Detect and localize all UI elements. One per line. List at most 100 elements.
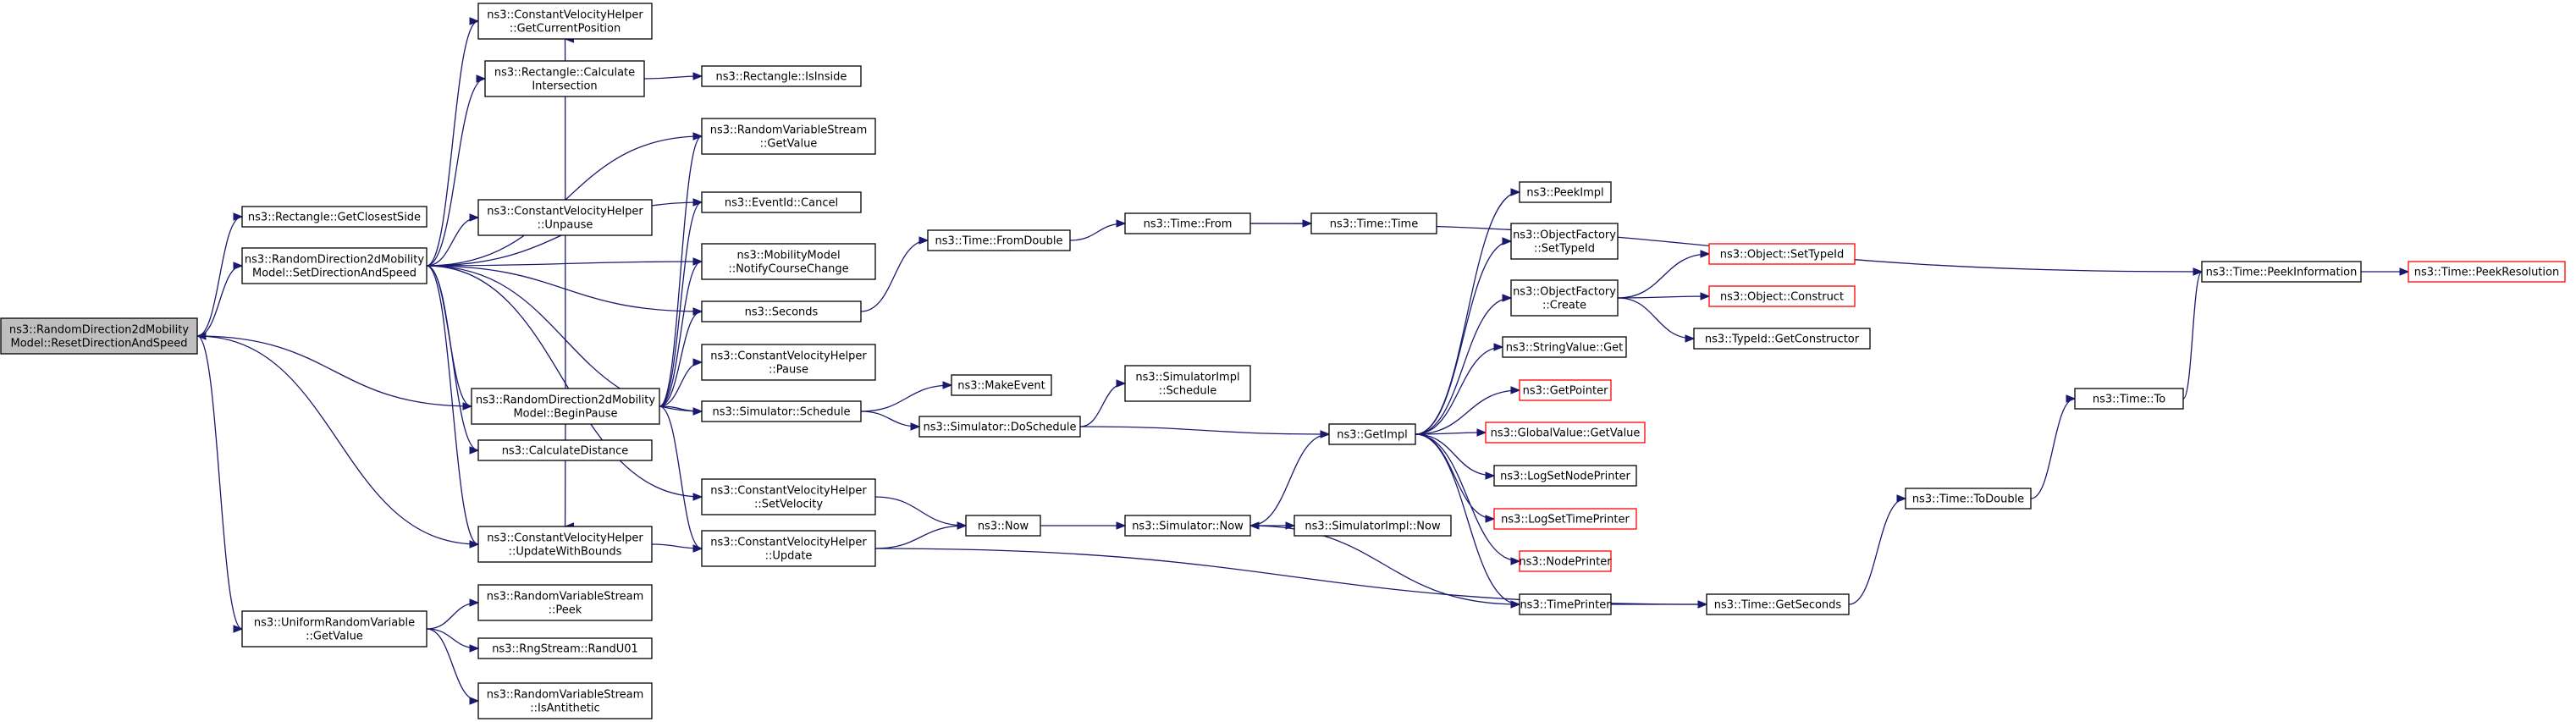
node-timePeekRes[interactable]: ns3::Time::PeekResolution [2408,261,2566,283]
node-cvhPause[interactable]: ns3::ConstantVelocityHelper::Pause [701,344,876,381]
node-label: ns3::UniformRandomVariable [254,617,415,630]
node-label: ::Peek [549,604,582,617]
node-logSetNP[interactable]: ns3::LogSetNodePrinter [1493,465,1637,487]
edge-timeToDouble-to-timeTo [2030,398,2076,499]
edge-simDoSchedule-to-getImpl [1079,426,1330,435]
node-tidGetCtor[interactable]: ns3::TypeId::GetConstructor [1693,328,1871,350]
node-urvGetValue[interactable]: ns3::UniformRandomVariable::GetValue [241,610,427,648]
edge-beginPause-to-root [196,335,472,407]
node-cvhGetCurPos[interactable]: ns3::ConstantVelocityHelper::GetCurrentP… [477,3,653,40]
node-label: ns3::TimePrinter [1520,599,1611,612]
edge-arrowhead [692,407,703,416]
node-label: ns3::RandomVariableStream [710,124,868,137]
edge-arrowhead [1502,294,1513,302]
edge-arrowhead [692,72,703,80]
edge-arrowhead [469,644,480,653]
edge-ofCreate-to-tidGetCtor [1617,297,1695,339]
node-gvGetValue[interactable]: ns3::GlobalValue::GetValue [1485,422,1646,444]
node-ofCreate[interactable]: ns3::ObjectFactory::Create [1510,279,1619,317]
node-label: ns3::SimulatorImpl::Now [1305,521,1441,533]
node-timeToDouble[interactable]: ns3::Time::ToDouble [1905,488,2032,510]
node-label: ::Unpause [538,219,593,232]
node-cvhUnpause[interactable]: ns3::ConstantVelocityHelper::Unpause [477,199,653,236]
node-seconds[interactable]: ns3::Seconds [701,300,862,322]
edge-setDirSpeed-to-calcDistance [426,265,479,451]
node-svGet[interactable]: ns3::StringValue::Get [1502,336,1627,358]
edges-layer [196,17,2410,705]
node-rvsIsAnti[interactable]: ns3::RandomVariableStream::IsAntithetic [477,682,653,719]
node-logSetTP[interactable]: ns3::LogSetTimePrinter [1493,508,1637,530]
node-setDirSpeed[interactable]: ns3::RandomDirection2dMobilityModel::Set… [241,247,427,284]
node-label: ns3::NodePrinter [1519,556,1612,569]
node-simImplNow[interactable]: ns3::SimulatorImpl::Now [1294,515,1452,537]
node-cvhUpdWB[interactable]: ns3::ConstantVelocityHelper::UpdateWithB… [477,526,653,563]
node-timePeekInfo[interactable]: ns3::Time::PeekInformation [2201,261,2362,283]
node-box [1124,515,1251,537]
node-getImpl[interactable]: ns3::GetImpl [1328,423,1416,445]
edge-timeGetSeconds-to-timeToDouble [1848,498,1906,605]
node-timeTime[interactable]: ns3::Time::Time [1310,212,1437,234]
node-makeEvent[interactable]: ns3::MakeEvent [951,374,1052,396]
node-getPointer[interactable]: ns3::GetPointer [1519,379,1612,401]
node-timeFromDouble[interactable]: ns3::Time::FromDouble [927,229,1071,251]
node-simNow[interactable]: ns3::Simulator::Now [1124,515,1251,537]
node-label: ns3::Time::ToDouble [1912,493,2024,506]
edge-arrowhead [1476,428,1487,437]
node-label: ::Schedule [1159,385,1217,398]
edge-setDirSpeed-to-seconds [426,265,703,312]
node-label: ns3::StringValue::Get [1506,342,1623,355]
node-box [918,416,1081,438]
node-simImplSchedule[interactable]: ns3::SimulatorImpl::Schedule [1124,365,1251,402]
node-cvhSetVel[interactable]: ns3::ConstantVelocityHelper::SetVelocity [701,478,876,515]
node-label: ns3::RandomVariableStream [487,591,644,604]
node-label: ns3::Rectangle::GetClosestSide [248,212,421,224]
node-calcDistance[interactable]: ns3::CalculateDistance [477,439,653,461]
node-eventCancel[interactable]: ns3::EventId::Cancel [701,191,862,213]
edge-arrowhead [1685,334,1696,343]
node-root[interactable]: ns3::RandomDirection2dMobilityModel::Res… [0,317,198,355]
node-peekImpl[interactable]: ns3::PeekImpl [1519,181,1612,203]
node-nodePrinter[interactable]: ns3::NodePrinter [1519,550,1612,572]
node-notifyCC[interactable]: ns3::MobilityModel::NotifyCourseChange [701,243,876,280]
node-timeGetSeconds[interactable]: ns3::Time::GetSeconds [1706,593,1850,615]
node-simDoSchedule[interactable]: ns3::Simulator::DoSchedule [918,416,1081,438]
node-box [241,610,427,648]
node-beginPause[interactable]: ns3::RandomDirection2dMobilityModel::Beg… [471,388,660,425]
edge-getImpl-to-nodePrinter [1415,433,1520,562]
node-cvhUpdate[interactable]: ns3::ConstantVelocityHelper::Update [701,530,876,567]
node-now[interactable]: ns3::Now [965,515,1041,537]
node-objConstruct[interactable]: ns3::Object::Construct [1708,285,1856,307]
node-box [1706,593,1850,615]
node-randU01[interactable]: ns3::RngStream::RandU01 [477,637,653,659]
node-timeTo[interactable]: ns3::Time::To [2074,388,2184,410]
node-label: ns3::Time::Time [1330,218,1418,231]
node-objSetTypeId[interactable]: ns3::Object::SetTypeId [1708,243,1856,265]
node-label: ns3::SimulatorImpl [1135,372,1239,384]
edge-beginPause-to-rvsGetValue [659,135,703,407]
node-timePrinter[interactable]: ns3::TimePrinter [1519,593,1612,615]
edge-getImpl-to-svGet [1415,346,1503,435]
node-timeFrom[interactable]: ns3::Time::From [1124,212,1251,234]
node-rectIsInside[interactable]: ns3::Rectangle::IsInside [701,65,862,87]
edge-cvhUpdate-to-now [874,525,967,549]
edge-setDirSpeed-to-cvhUpdWB [426,265,479,545]
edge-beginPause-to-cvhUpdWB [564,423,566,527]
edge-arrowhead [1493,343,1504,351]
node-getClosestSide[interactable]: ns3::Rectangle::GetClosestSide [241,206,427,228]
edge-arrowhead [233,262,244,270]
node-box [477,682,653,719]
node-label: ::Pause [769,364,808,377]
edge-arrowhead [1285,521,1296,530]
node-label: ns3::Time::From [1144,218,1233,231]
node-simSchedule[interactable]: ns3::Simulator::Schedule [701,400,862,422]
node-ofSetTypeId[interactable]: ns3::ObjectFactory::SetTypeId [1510,223,1619,260]
edge-arrowhead [1116,219,1127,228]
edge-arrowhead [233,212,244,221]
edge-urvGetValue-to-rvsIsAnti [426,628,479,702]
node-label: ns3::Simulator::DoSchedule [923,422,1076,434]
node-rvsGetValue[interactable]: ns3::RandomVariableStream::GetValue [701,118,876,155]
node-label: ns3::Rectangle::IsInside [716,71,847,84]
node-rvsPeek[interactable]: ns3::RandomVariableStream::Peek [477,584,653,621]
edge-arrowhead [2066,394,2077,403]
